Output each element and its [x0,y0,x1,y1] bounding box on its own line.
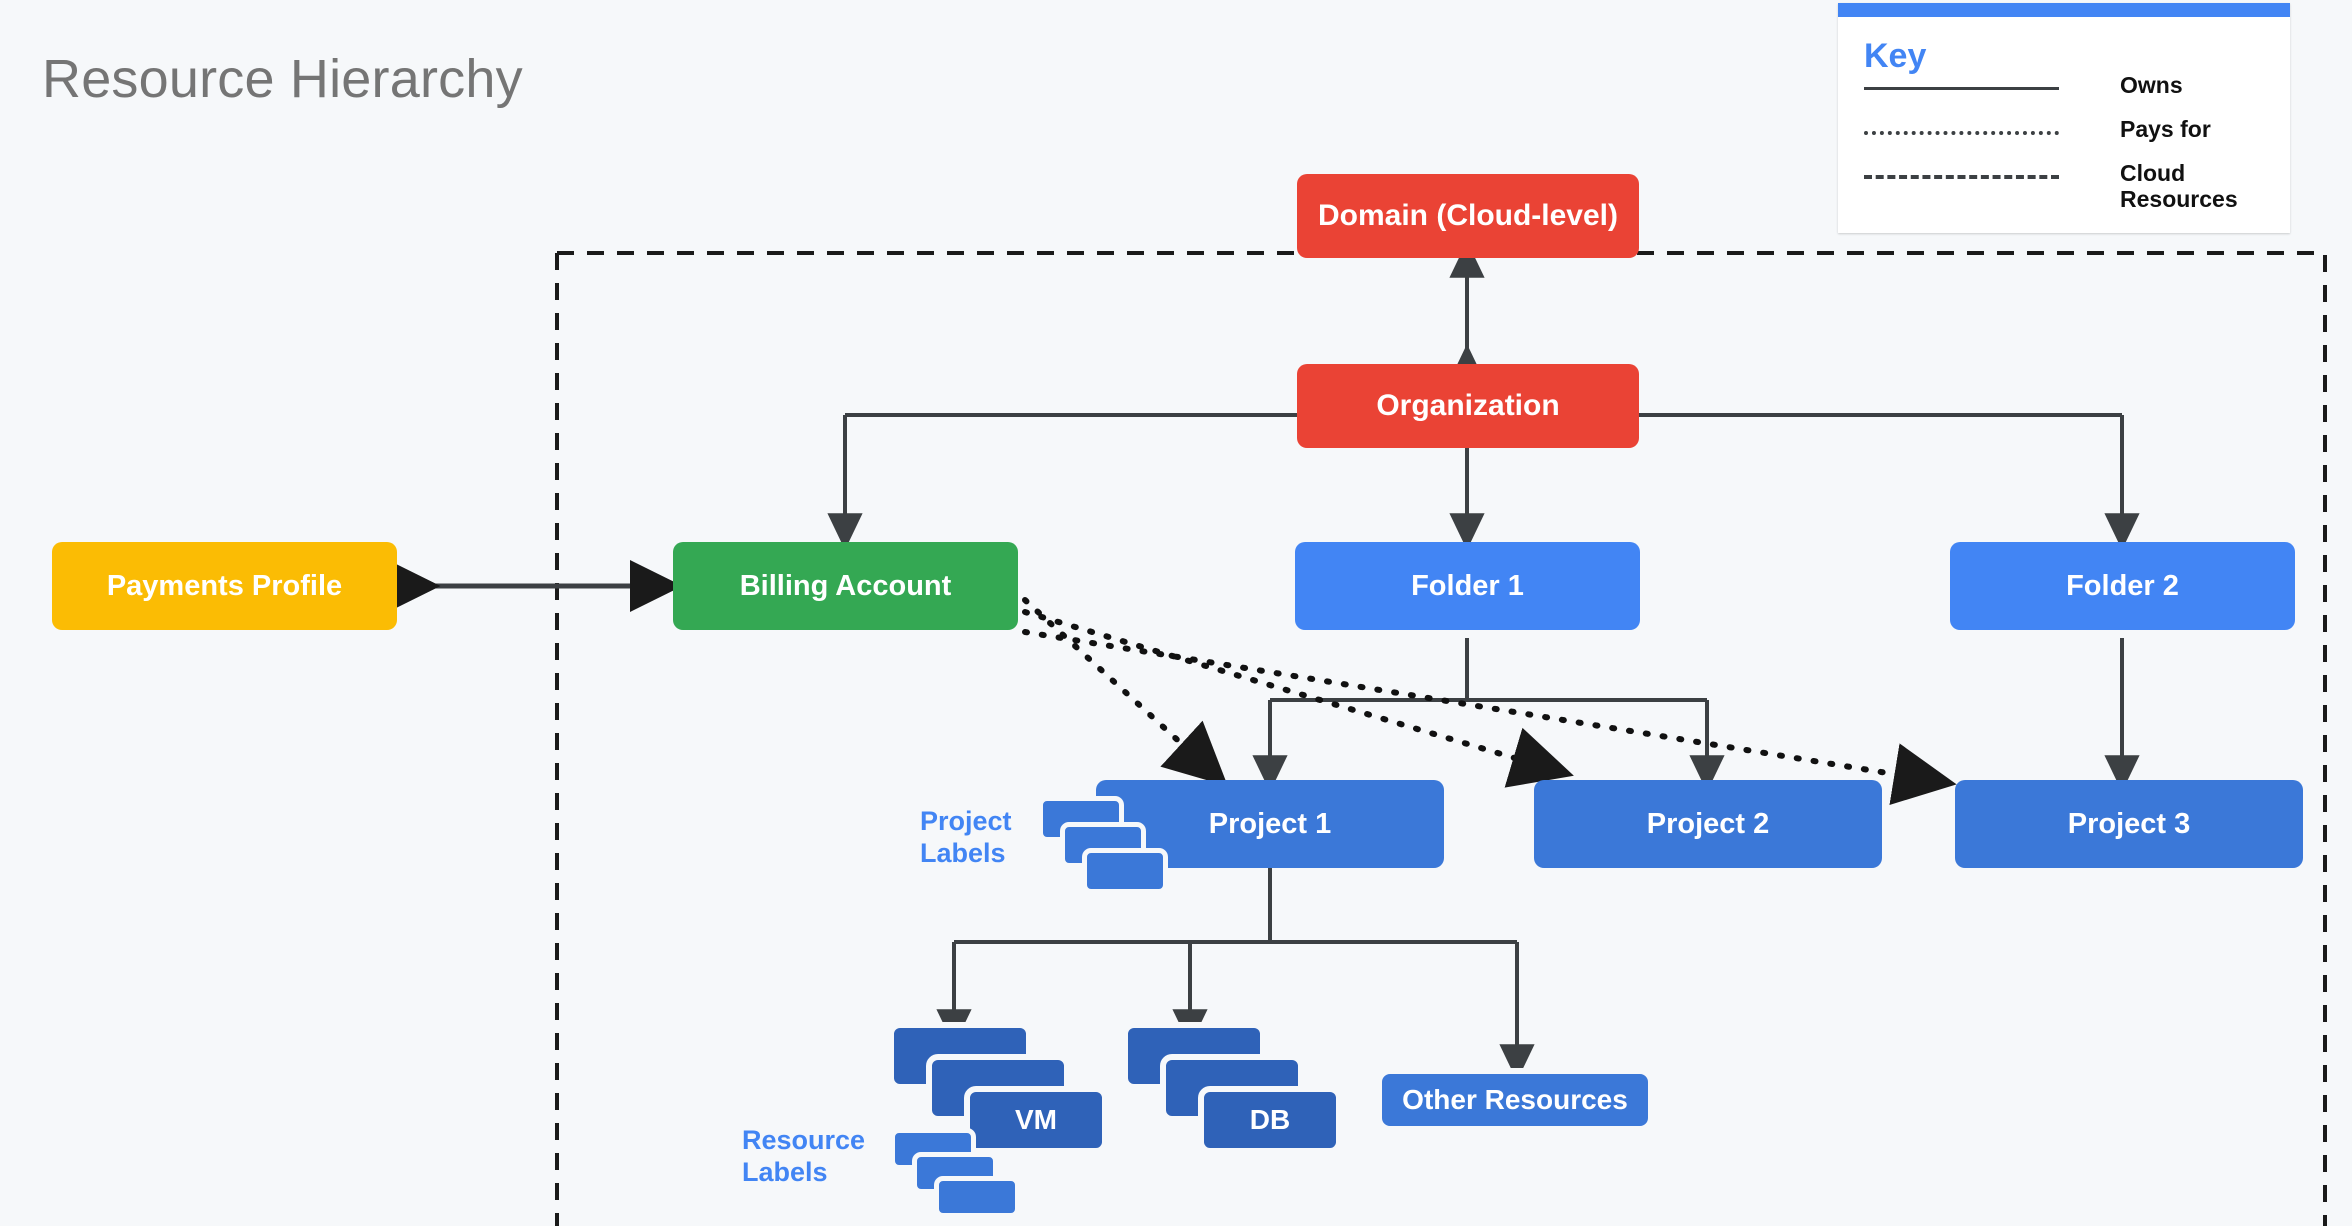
resource-labels-line-1: Resource [742,1125,866,1155]
resource-labels-tag-stack[interactable] [890,1128,1020,1224]
resource-labels-line-2: Labels [742,1156,828,1187]
db-card-front: DB [1198,1086,1342,1154]
dotted-line-swatch-icon [1864,131,2059,135]
node-project-3[interactable]: Project 3 [1955,780,2303,868]
cloud-resources-boundary [555,251,2327,1226]
project-labels-annotation: Project Labels [920,806,1040,870]
edge-billing-pays-project2 [1022,609,1574,788]
page-title: Resource Hierarchy [42,49,523,109]
edge-billing-pays-project3 [1022,629,1957,805]
vm-resource-stack[interactable]: VM [888,1022,1108,1154]
dashed-line-swatch-icon [1864,175,2059,179]
node-payments-profile[interactable]: Payments Profile [52,542,397,630]
project-labels-line-2: Labels [920,837,1006,868]
project-labels-tag-stack[interactable] [1038,796,1168,894]
node-billing-account[interactable]: Billing Account [673,542,1018,630]
solid-line-swatch-icon [1864,87,2059,90]
key-item-pays-for-label: Pays for [2120,116,2211,142]
node-folder-2[interactable]: Folder 2 [1950,542,2295,630]
project-labels-line-1: Project [920,806,1012,836]
db-resource-stack[interactable]: DB [1122,1022,1342,1154]
key-heading: Key [1864,37,1927,75]
label-tag-icon [934,1176,1020,1218]
key-accent-bar [1838,3,2290,17]
key-legend: Key Owns Pays for Cloud Resources [1838,3,2290,233]
key-item-owns-label: Owns [2120,72,2183,98]
node-project-2[interactable]: Project 2 [1534,780,1882,868]
edge-folder1-bus [1270,638,1707,702]
node-organization[interactable]: Organization [1297,364,1639,448]
node-other-resources[interactable]: Other Resources [1376,1068,1654,1132]
resource-labels-annotation: Resource Labels [742,1125,892,1189]
edge-billing-pays-project1 [1022,597,1228,787]
vm-card-front: VM [964,1086,1108,1154]
node-domain[interactable]: Domain (Cloud-level) [1297,174,1639,258]
key-item-cloud-resources-label: Cloud Resources [2120,160,2238,212]
label-tag-icon [1082,848,1168,894]
node-folder-1[interactable]: Folder 1 [1295,542,1640,630]
